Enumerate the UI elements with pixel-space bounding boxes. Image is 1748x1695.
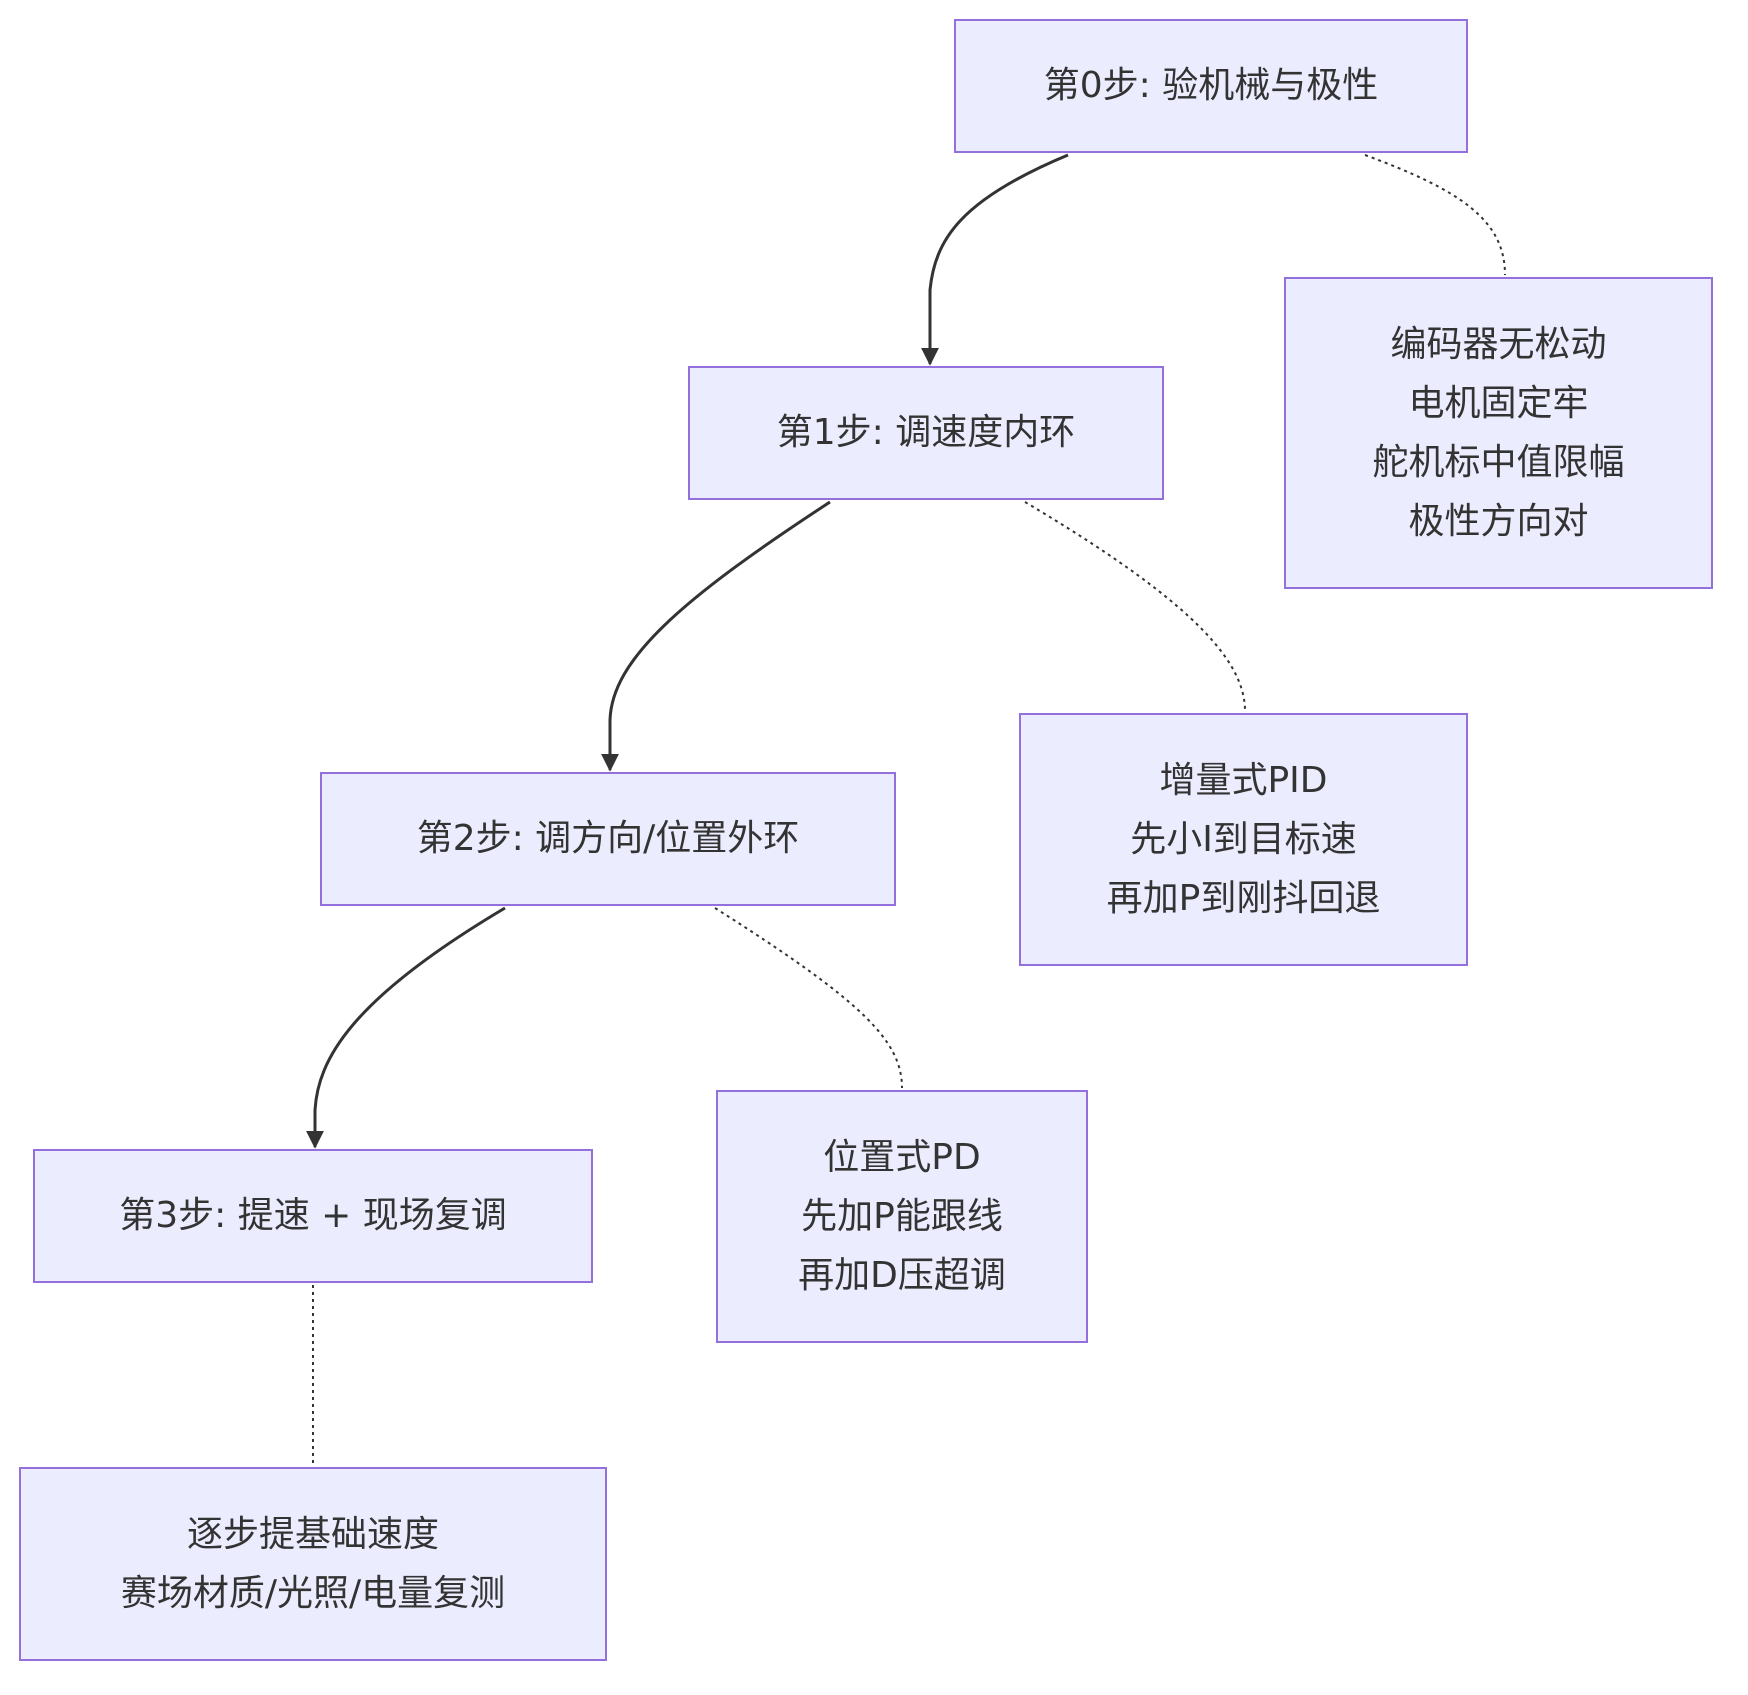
note-line: 编码器无松动: [1390, 324, 1607, 365]
note-line: 再加D压超调: [798, 1255, 1006, 1296]
note-node-1: 增量式PID 先小I到目标速 再加P到刚抖回退: [1019, 713, 1468, 966]
note-node-3: 逐步提基础速度 赛场材质/光照/电量复测: [19, 1467, 607, 1661]
note-line: 再加P到刚抖回退: [1106, 878, 1381, 919]
note-line: 舵机标中值限幅: [1372, 442, 1625, 483]
note-line: 赛场材质/光照/电量复测: [120, 1573, 506, 1614]
edge-step2-step3: [306, 906, 506, 1149]
note-node-2: 位置式PD 先加P能跟线 再加D压超调: [716, 1090, 1088, 1343]
note-line: 逐步提基础速度: [186, 1514, 439, 1555]
step-node-0: 第0步: 验机械与极性: [954, 19, 1468, 153]
step-label-2: 第2步: 调方向/位置外环: [416, 818, 800, 860]
step-label-0: 第0步: 验机械与极性: [1043, 65, 1379, 107]
note-line: 增量式PID: [1159, 760, 1328, 801]
edge-step0-step1: [921, 153, 1069, 366]
step-label-1: 第1步: 调速度内环: [776, 412, 1076, 454]
note-line: 位置式PD: [823, 1137, 981, 1178]
edge-step2-note2: [714, 907, 903, 1089]
note-node-0: 编码器无松动 电机固定牢 舵机标中值限幅 极性方向对: [1284, 277, 1713, 589]
note-line: 电机固定牢: [1408, 383, 1589, 424]
edge-step1-step2: [601, 500, 831, 772]
note-line: 极性方向对: [1408, 501, 1589, 542]
note-line: 先小I到目标速: [1130, 819, 1357, 860]
note-line: 先加P能跟线: [801, 1196, 1003, 1237]
edge-step0-note0: [1364, 154, 1506, 276]
step-label-3: 第3步: 提速 + 现场复调: [119, 1195, 507, 1237]
step-node-2: 第2步: 调方向/位置外环: [320, 772, 896, 906]
step-node-1: 第1步: 调速度内环: [688, 366, 1164, 500]
step-node-3: 第3步: 提速 + 现场复调: [33, 1149, 593, 1283]
edge-step1-note1: [1024, 501, 1246, 712]
